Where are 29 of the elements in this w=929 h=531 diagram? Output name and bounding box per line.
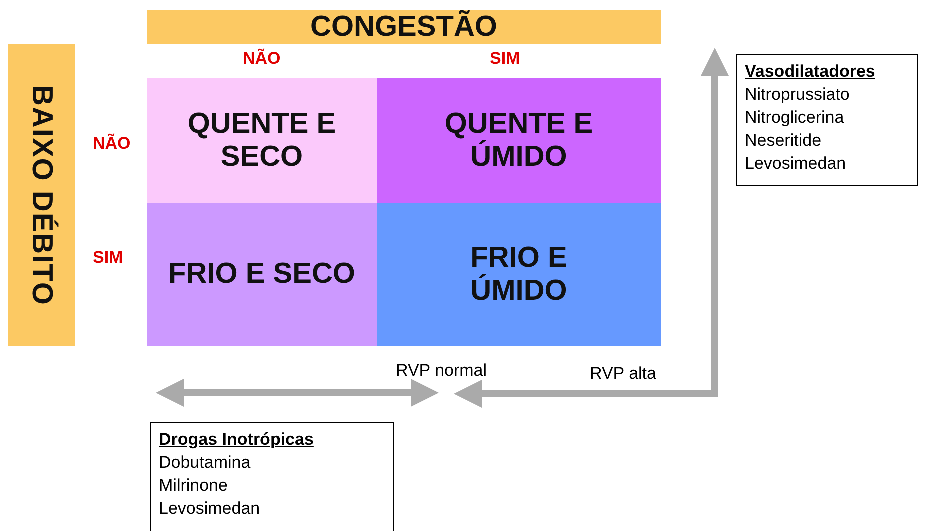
quadrant <box>147 78 377 203</box>
header-band <box>8 44 75 346</box>
box-heading: Drogas Inotrópicas <box>159 429 315 451</box>
axis-label: NÃO <box>243 49 281 69</box>
arrow-label: RVP alta <box>590 364 656 384</box>
drug-list-box <box>736 54 918 186</box>
header-label: CONGESTÃO <box>310 10 498 44</box>
quadrant <box>147 203 377 346</box>
axis-label: SIM <box>490 49 520 69</box>
quadrant-label: FRIO E SECO <box>168 258 356 291</box>
quadrant <box>377 78 661 203</box>
quadrant-label: QUENTE E SECO <box>186 108 338 174</box>
drug-name: Nitroglicerina <box>745 107 846 129</box>
header-label: BAIXO DÉBITO <box>25 84 58 306</box>
drug-name: Nitroprussiato <box>745 84 851 106</box>
quadrant-label: QUENTE E ÚMIDO <box>444 108 594 174</box>
box-heading: Vasodilatadores <box>745 61 876 83</box>
drug-list-box <box>150 422 394 531</box>
drug-name: Levosimedan <box>745 153 848 175</box>
drug-name: Levosimedan <box>159 498 262 520</box>
axis-label: NÃO <box>93 134 131 154</box>
quadrant <box>377 203 661 346</box>
quadrant-label: FRIO E ÚMIDO <box>470 242 568 308</box>
drug-name: Dobutamina <box>159 452 252 474</box>
axis-label: SIM <box>93 248 124 268</box>
drug-name: Milrinone <box>159 475 229 497</box>
drug-name: Neseritide <box>745 130 823 152</box>
arrow-label: RVP normal <box>396 361 488 381</box>
header-band <box>147 10 661 44</box>
